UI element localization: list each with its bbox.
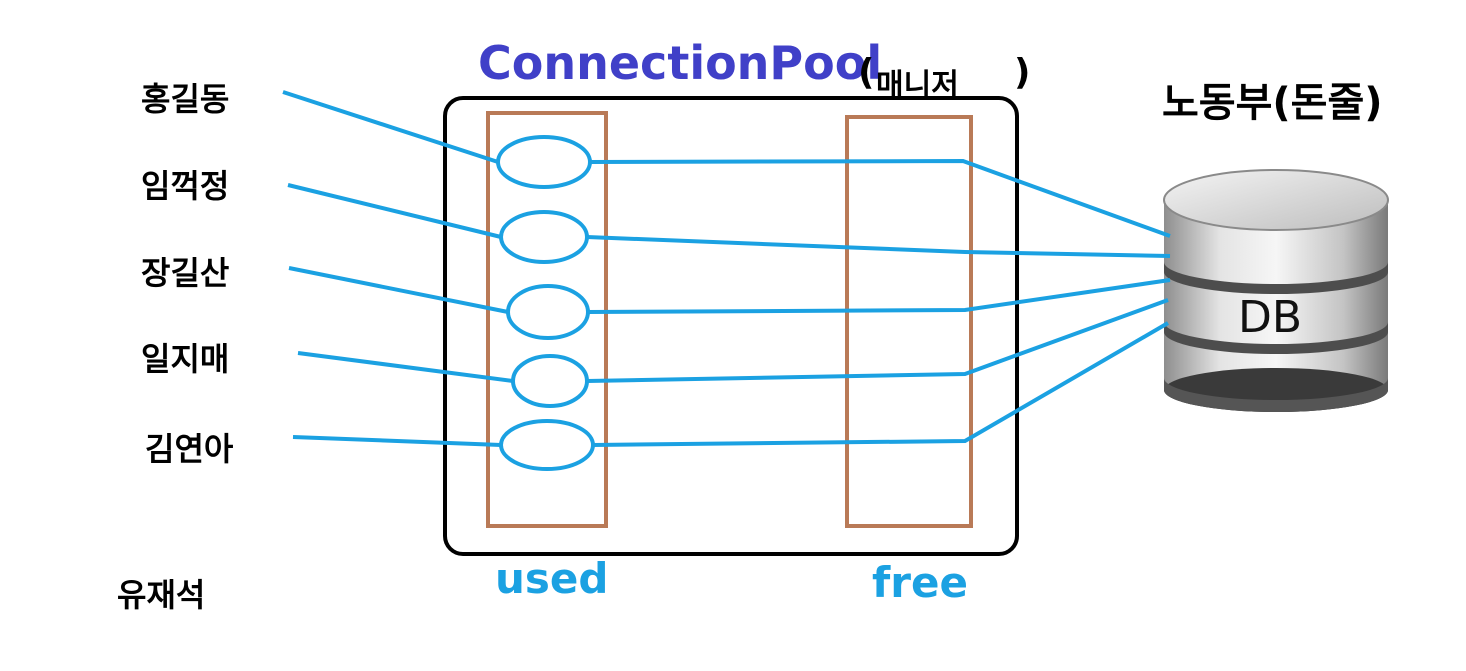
database-icon xyxy=(1163,169,1389,412)
free-label: free xyxy=(872,558,968,607)
db-link-line xyxy=(589,158,1171,238)
connection-links xyxy=(282,90,1171,447)
waiting-client-name: 유재석 xyxy=(117,576,206,614)
client-name: 임꺽정 xyxy=(141,167,230,205)
pool-title: ConnectionPool xyxy=(478,36,883,90)
manager-note: 매니저 xyxy=(876,68,959,103)
client-link-line xyxy=(297,351,514,383)
free-column xyxy=(845,115,973,528)
connection-slot xyxy=(499,210,589,264)
client-name: 홍길동 xyxy=(141,80,230,118)
used-label: used xyxy=(495,554,609,603)
client-name: 일지매 xyxy=(141,340,230,378)
db-link-line xyxy=(586,235,1171,258)
client-name: 김연아 xyxy=(145,430,234,468)
db-owner-label: 노동부(돈줄) xyxy=(1162,80,1383,126)
manager-paren-close: ) xyxy=(1014,52,1031,93)
db-link-line xyxy=(587,278,1171,314)
client-link-line xyxy=(288,266,509,314)
client-link-line xyxy=(287,183,502,239)
client-link-line xyxy=(292,435,502,447)
connection-slot xyxy=(499,419,595,471)
db-link-line xyxy=(592,321,1170,447)
db-link-line xyxy=(586,298,1169,383)
connection-slot xyxy=(506,284,590,340)
used-column xyxy=(486,111,608,528)
pool-container xyxy=(443,96,1019,556)
db-label: DB xyxy=(1238,292,1303,343)
manager-paren-open: ( xyxy=(858,52,875,93)
client-name: 장길산 xyxy=(141,254,230,292)
connection-slot xyxy=(511,354,589,408)
connection-slot xyxy=(496,135,592,189)
client-link-line xyxy=(282,90,499,164)
connection-slots xyxy=(496,135,595,471)
